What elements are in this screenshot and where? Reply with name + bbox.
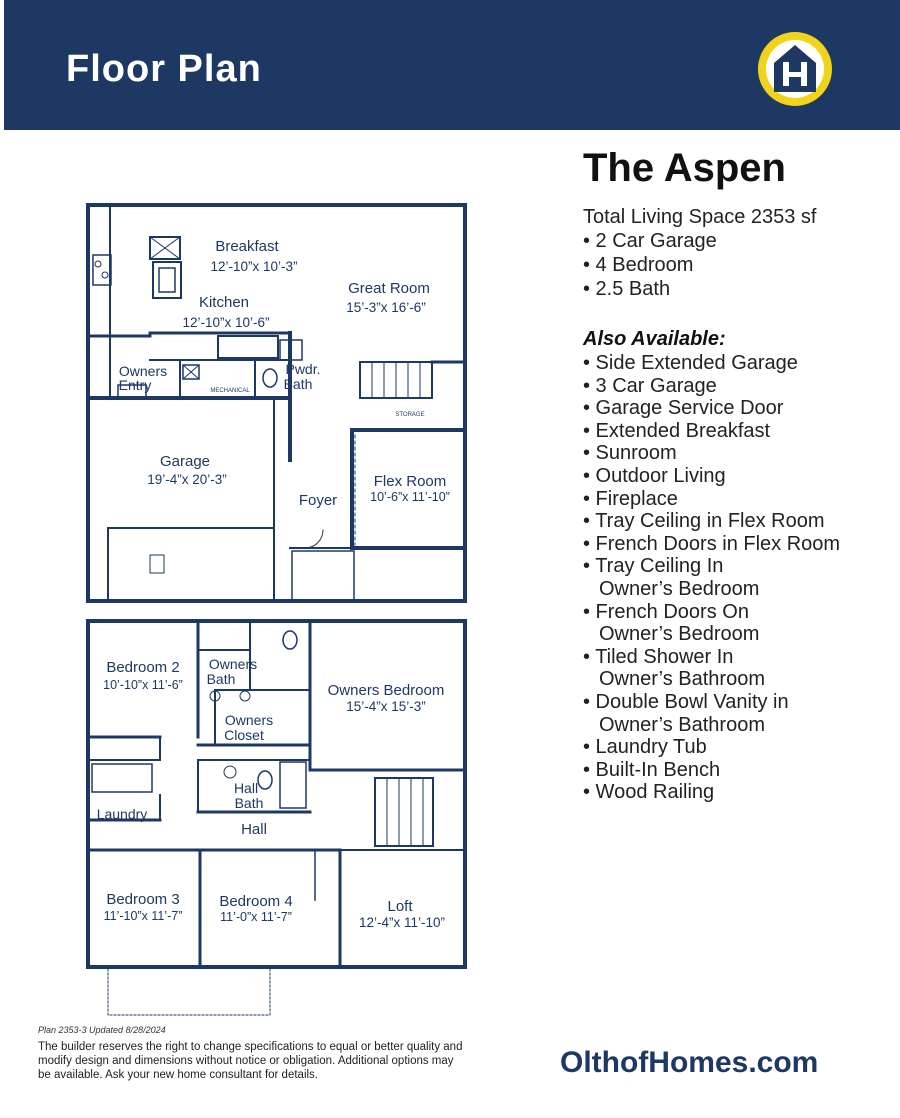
option-item: • Built-In Bench <box>583 758 721 781</box>
loft-label: Loft <box>387 898 413 915</box>
second-floor-outline <box>86 619 467 969</box>
kitchen-label: Kitchen <box>199 294 249 311</box>
owners-closet-label-2: Closet <box>224 727 264 743</box>
option-item: • Laundry Tub <box>583 736 707 759</box>
summary-line: • 2 Car Garage <box>583 230 717 252</box>
kitchen-dims: 12’-10”x 10’-6” <box>182 315 269 330</box>
option-item: • Extended Breakfast <box>583 419 771 442</box>
loft-dims: 12’-4”x 11’-10” <box>359 915 445 930</box>
breakfast-label: Breakfast <box>215 238 279 255</box>
plan-id: Plan 2353-3 Updated 8/28/2024 <box>38 1025 166 1035</box>
option-item: • Outdoor Living <box>583 464 726 487</box>
owners-entry-label-1: Owners <box>119 363 167 379</box>
option-item-continued: Owner’s Bedroom <box>599 623 760 646</box>
bedroom-4-dims: 11’-0”x 11’-7” <box>220 910 292 924</box>
great-room-dims: 15’-3”x 16’-6” <box>346 300 426 315</box>
option-item: • Sunroom <box>583 442 677 465</box>
hall-bath-label-2: Bath <box>235 795 264 811</box>
option-item: • Side Extended Garage <box>583 352 798 374</box>
owners-entry-label-2: Entry <box>119 377 152 393</box>
option-item: • Fireplace <box>583 487 678 510</box>
owners-bedroom-dims: 15’-4”x 15’-3” <box>346 699 426 714</box>
option-item-continued: Owner’s Bedroom <box>599 577 760 600</box>
hall-bath-label-1: Hall <box>234 780 258 796</box>
breakfast-dims: 12’-10”x 10’-3” <box>210 259 297 274</box>
plan-summary: Total Living Space 2353 sf • 2 Car Garag… <box>583 205 817 301</box>
owners-bath-label-1: Owners <box>209 656 257 672</box>
option-item: • French Doors in Flex Room <box>583 532 841 555</box>
owners-closet-label-1: Owners <box>225 712 273 728</box>
website-link[interactable]: OlthofHomes.com <box>560 1046 819 1079</box>
laundry-label: Laundry <box>97 806 148 822</box>
summary-line: • 4 Bedroom <box>583 254 694 276</box>
owners-bedroom-label: Owners Bedroom <box>328 682 445 699</box>
option-item: • Tiled Shower In <box>583 645 734 668</box>
olthof-house-logo-icon <box>758 32 832 106</box>
option-item: • Tray Ceiling In <box>583 555 724 578</box>
great-room-label: Great Room <box>348 280 430 297</box>
plan-name: The Aspen <box>583 146 786 190</box>
hall-label: Hall <box>241 821 267 838</box>
foyer-label: Foyer <box>299 492 337 509</box>
mechanical-label: MECHANICAL <box>210 388 250 394</box>
option-item: • Wood Railing <box>583 781 715 804</box>
summary-line: • 2.5 Bath <box>583 278 671 300</box>
option-item-continued: Owner’s Bathroom <box>599 668 765 691</box>
pwdr-bath-label-1: Pwdr. <box>285 361 320 377</box>
option-item: • French Doors On <box>583 600 749 623</box>
bedroom-2-label: Bedroom 2 <box>106 659 179 676</box>
flex-room-dims: 10’-6”x 11’-10” <box>370 490 450 504</box>
summary-line: Total Living Space 2353 sf <box>583 206 817 228</box>
owners-bath-label-2: Bath <box>207 671 236 687</box>
bedroom-3-label: Bedroom 3 <box>106 891 179 908</box>
option-item: • 3 Car Garage <box>583 374 717 397</box>
also-available-title: Also Available: <box>583 328 726 350</box>
garage-label: Garage <box>160 453 210 470</box>
flex-room-label: Flex Room <box>374 473 447 490</box>
option-item: • Tray Ceiling in Flex Room <box>583 510 825 533</box>
disclaimer: The builder reserves the right to change… <box>38 1041 463 1081</box>
garage-dims: 19’-4”x 20’-3” <box>147 472 227 487</box>
option-item: • Double Bowl Vanity in <box>583 690 789 713</box>
pwdr-bath-label-2: Bath <box>284 376 313 392</box>
option-item: • Garage Service Door <box>583 397 784 420</box>
page-title: Floor Plan <box>66 48 262 90</box>
options-list: • Side Extended Garage • 3 Car Garage • … <box>583 352 840 804</box>
header-banner: Floor Plan <box>4 0 900 130</box>
option-item-continued: Owner’s Bathroom <box>599 713 765 736</box>
bedroom-4-label: Bedroom 4 <box>219 893 292 910</box>
storage-label: STORAGE <box>395 412 424 418</box>
bedroom-2-dims: 10’-10”x 11’-6” <box>103 678 183 692</box>
bedroom-3-dims: 11’-10”x 11’-7” <box>104 909 183 923</box>
